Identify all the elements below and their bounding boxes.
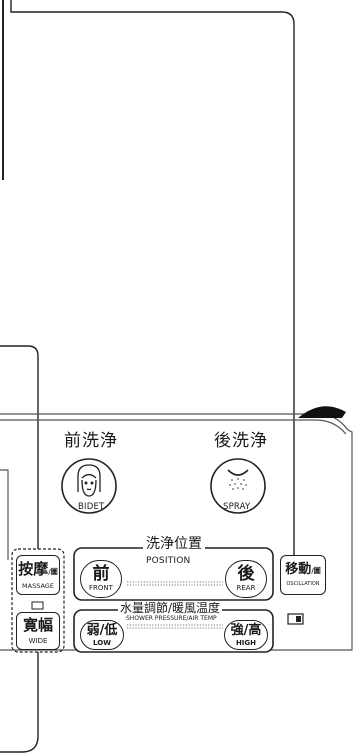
rear-button[interactable]: 後 REAR (225, 560, 267, 598)
oscillation-label-jp: 移動/圖 (285, 562, 321, 577)
bidet-title: 前洗浄 (64, 431, 118, 451)
oscillation-button[interactable]: 移動/圖 OSCILLATION (280, 555, 326, 595)
wide-button[interactable]: 寛幅 WIDE (16, 612, 60, 650)
spray-title: 後洗浄 (214, 431, 268, 451)
position-title: 洗浄位置 (143, 537, 205, 551)
pressure-subtitle: SHOWER PRESSURE/AIR TEMP (126, 615, 217, 622)
massage-button[interactable]: 按摩/圖 MASSAGE (16, 555, 60, 595)
front-label-en: FRONT (89, 584, 113, 592)
wide-label-en: WIDE (28, 637, 48, 645)
massage-label-jp: 按摩/圖 (18, 560, 58, 578)
callout-line-oscillation (10, 0, 295, 555)
low-label-en: LOW (93, 639, 111, 647)
front-label-jp: 前 (92, 564, 110, 584)
high-label-jp: 強/高 (230, 623, 262, 638)
battery-icon (287, 613, 304, 625)
high-button[interactable]: 強/高 HIGH (224, 620, 268, 650)
massage-label-small: /圖 (48, 568, 58, 576)
low-label-jp: 弱/低 (86, 623, 118, 638)
pressure-title: 水量調節/暖風温度 (118, 601, 223, 615)
massage-indicator (31, 601, 44, 610)
spray-label: SPRAY (223, 502, 251, 512)
spray-icon (227, 469, 249, 490)
panel-top-arc (298, 406, 346, 418)
rear-label-jp: 後 (237, 564, 255, 584)
massage-wide-group-box (11, 548, 65, 653)
oscillation-label-small: /圖 (311, 567, 321, 575)
rear-label-en: REAR (236, 584, 256, 592)
position-subtitle: POSITION (146, 556, 191, 566)
callout-line-wide (0, 652, 39, 753)
pressure-scale (127, 624, 223, 629)
front-button[interactable]: 前 FRONT (80, 560, 122, 598)
bidet-button[interactable] (61, 458, 117, 514)
high-label-en: HIGH (235, 639, 257, 647)
massage-label-en: MASSAGE (22, 582, 54, 590)
oscillation-label-en: OSCILLATION (286, 581, 320, 587)
bidet-label: BIDET (78, 502, 105, 512)
position-scale (127, 581, 223, 586)
bidet-face-icon (77, 464, 101, 497)
spray-button[interactable] (210, 458, 266, 514)
low-button[interactable]: 弱/低 LOW (80, 620, 124, 650)
callout-line-massage (0, 345, 39, 549)
wide-label-jp: 寛幅 (22, 616, 53, 634)
